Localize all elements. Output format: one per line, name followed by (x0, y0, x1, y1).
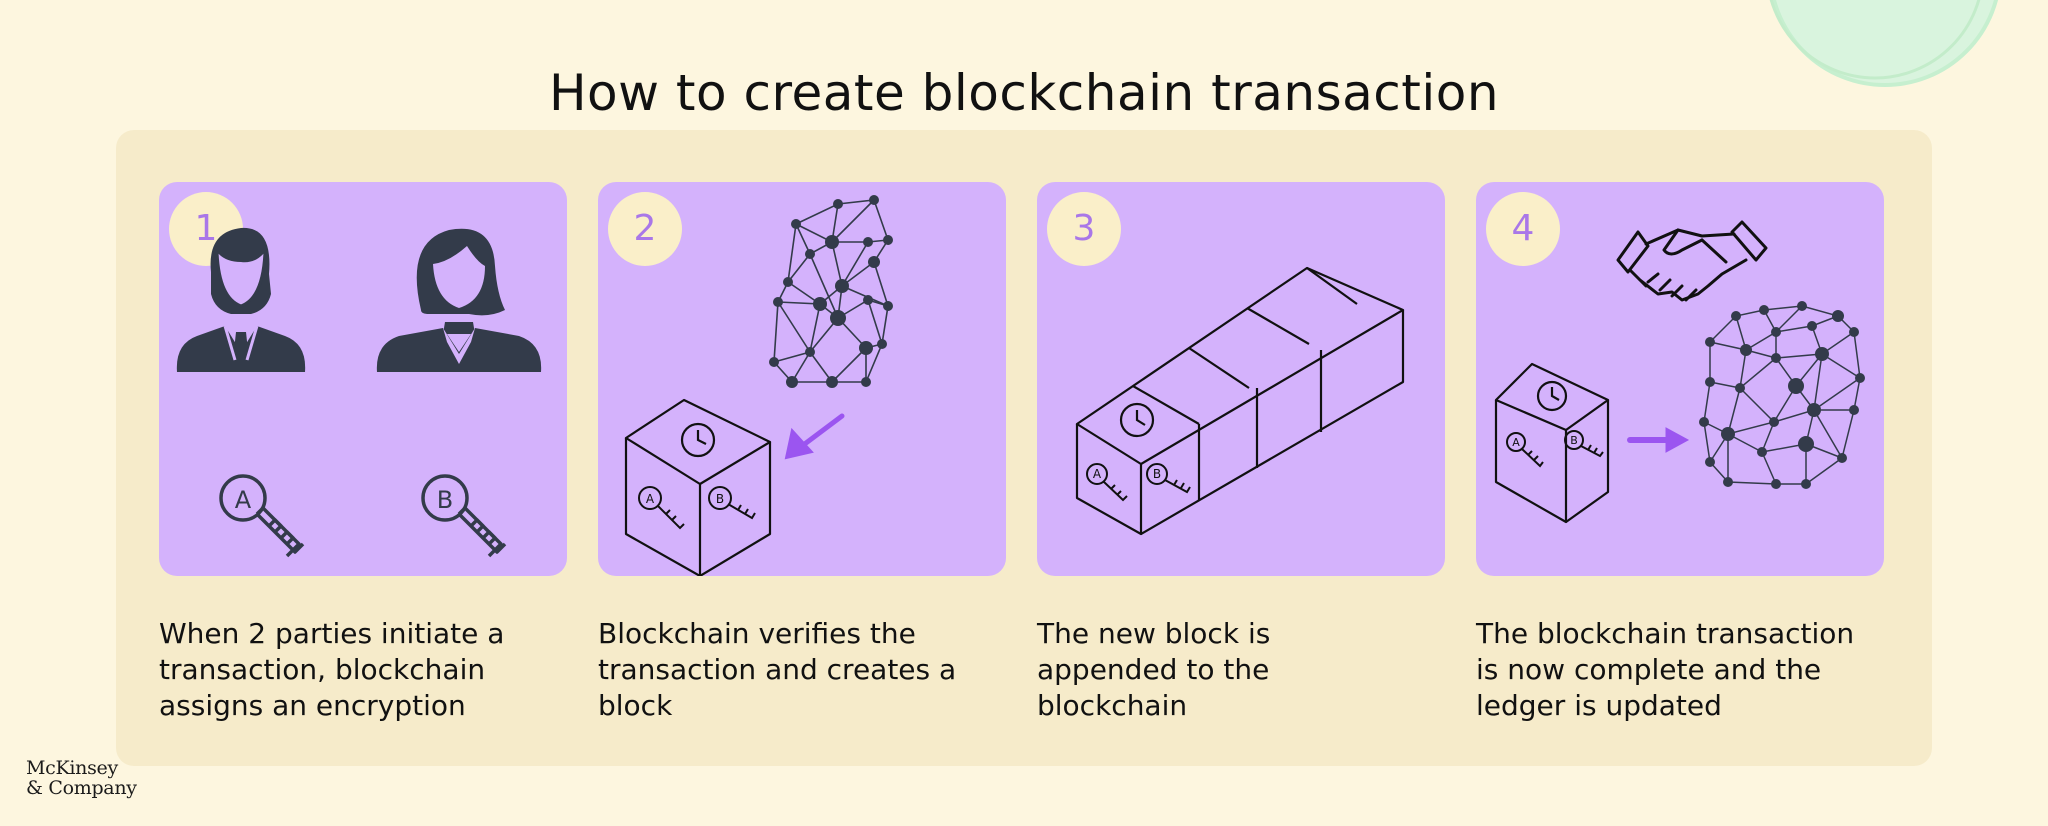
step-number-badge: 4 (1486, 192, 1560, 266)
handshake-icon (1616, 220, 1768, 302)
step-number-badge: 3 (1047, 192, 1121, 266)
key-label-a: A (235, 486, 252, 514)
step-card-3: 3 A B (1037, 182, 1445, 576)
key-label-b: B (1570, 434, 1578, 447)
key-icon (1506, 432, 1544, 468)
logo-line-1: McKinsey (26, 757, 118, 779)
step-2-illustration: A B (624, 195, 893, 576)
step-card-1: 1 A B (159, 182, 567, 576)
step-3-illustration: A B (1075, 266, 1405, 536)
step-4-illustration: A B (1494, 220, 1865, 524)
key-icon (219, 474, 305, 558)
network-node (769, 195, 893, 388)
network-icon (1703, 305, 1861, 485)
mckinsey-logo: McKinsey & Company (26, 758, 137, 798)
step-number-badge: 1 (169, 192, 243, 266)
key-label-a: A (1512, 436, 1520, 449)
network-node (1699, 301, 1865, 489)
key-icon (708, 486, 756, 520)
key-label-a: A (1093, 467, 1102, 481)
logo-line-2: & Company (26, 777, 137, 799)
step-1-illustration: A B (176, 227, 542, 558)
key-label-a: A (646, 492, 655, 506)
step-card-2: 2 (598, 182, 1006, 576)
step-4-caption: The blockchain transaction is now comple… (1476, 617, 1855, 722)
step-card-4: 4 A B (1476, 182, 1884, 576)
clock-icon (680, 422, 716, 458)
step-3-caption: The new block is appended to the blockch… (1037, 617, 1271, 722)
arrow-icon (784, 413, 845, 460)
block-cube-icon (624, 398, 772, 576)
blockchain-chain-icon (1075, 266, 1405, 536)
key-icon (1146, 463, 1191, 494)
man-icon (176, 227, 306, 372)
network-icon (773, 199, 889, 383)
step-1-caption: When 2 parties initiate a transaction, b… (159, 617, 505, 722)
block-cube-icon (1494, 362, 1610, 524)
page-title: How to create blockchain transaction (548, 63, 1500, 122)
key-label-b: B (437, 486, 453, 514)
key-label-b: B (716, 492, 724, 506)
key-icon (421, 474, 507, 558)
decorative-circles (1769, 0, 1999, 87)
key-label-b: B (1153, 467, 1161, 481)
key-icon (638, 486, 685, 530)
key-icon (1564, 430, 1604, 458)
clock-icon (1119, 402, 1155, 438)
key-icon (1086, 463, 1128, 502)
woman-icon (376, 228, 542, 372)
step-number-badge: 2 (608, 192, 682, 266)
arrow-icon (1627, 427, 1690, 453)
clock-icon (1536, 380, 1568, 412)
step-2-caption: Blockchain verifies the transaction and … (598, 617, 957, 722)
